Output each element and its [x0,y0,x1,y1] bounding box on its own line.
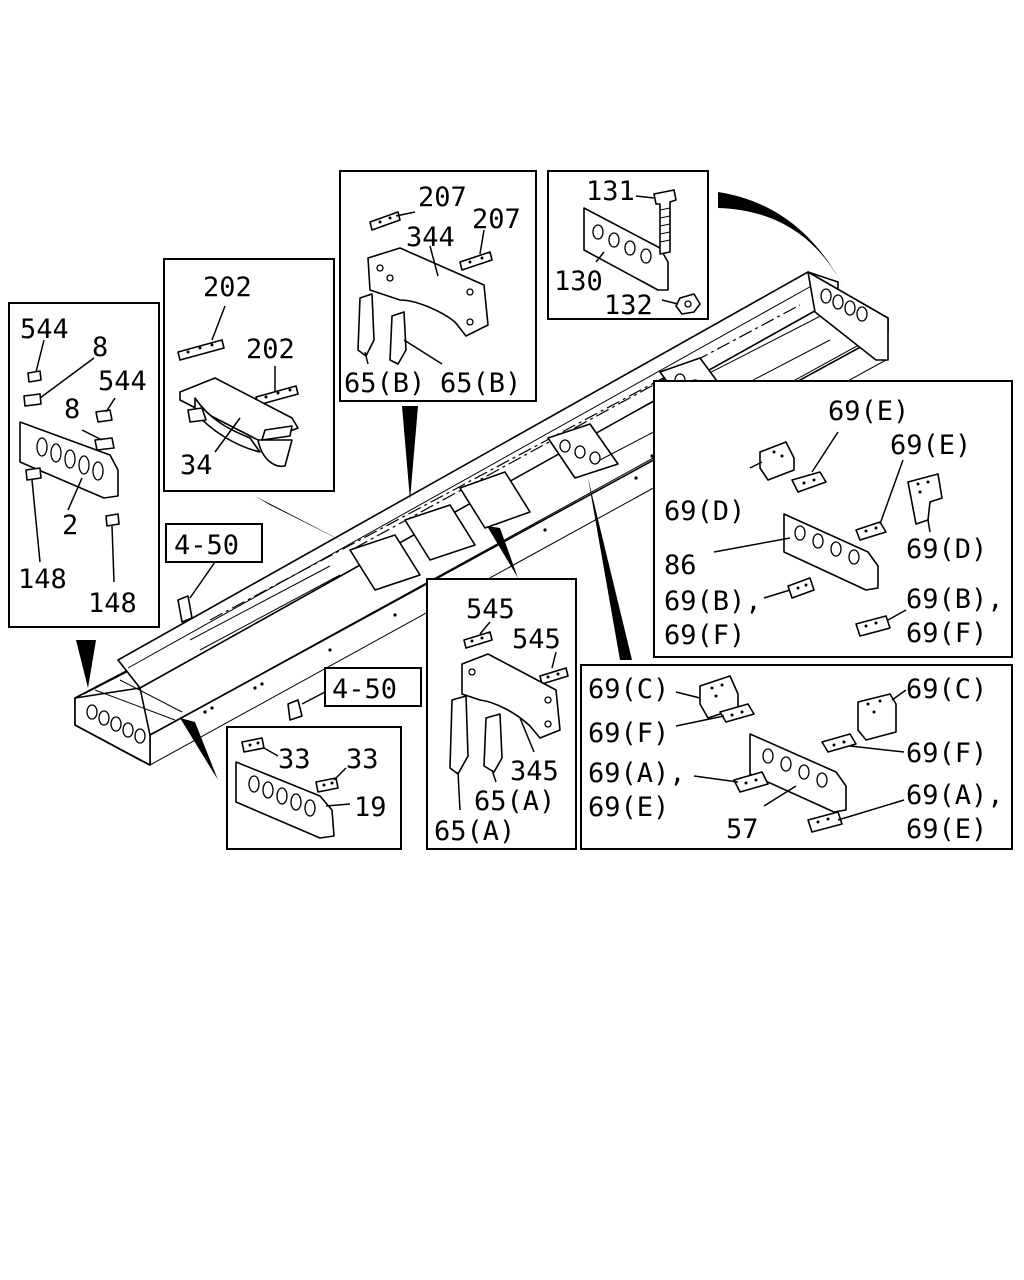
label-34: 34 [180,450,213,481]
label-65a-right: 65(A) [474,786,555,817]
front-end-member-holes [86,704,146,744]
label-207-right: 207 [472,204,521,235]
callout-pointers [76,192,845,780]
reference-4-50-right [301,667,422,707]
label-4-50-left: 4-50 [174,530,239,561]
label-8-mid: 8 [64,394,80,425]
label-4-50-right: 4-50 [332,674,397,705]
label-33-left: 33 [278,744,311,775]
label-148-left: 148 [18,564,67,595]
label-69f-box8-right: 69(F) [906,738,987,769]
box-crossmember-57 [580,664,1013,850]
label-545-top: 545 [466,594,515,625]
label-69f-left: 69(F) [664,620,745,651]
label-69e-top: 69(E) [828,396,909,427]
box-crossmember-34 [163,258,335,492]
box-crossmember-344 [339,170,537,402]
box-crossmember-130 [547,170,709,320]
label-69f-box8-left: 69(F) [588,718,669,749]
label-131: 131 [586,176,635,207]
label-8-top: 8 [92,332,108,363]
label-2: 2 [62,510,78,541]
box-crossmember-19 [226,726,402,850]
label-345: 345 [510,756,559,787]
label-207-top: 207 [418,182,467,213]
label-544-top: 544 [20,314,69,345]
label-69a-left: 69(A), [588,758,686,789]
label-130: 130 [554,266,603,297]
label-33-right: 33 [346,744,379,775]
label-69e-box8-left: 69(E) [588,792,669,823]
label-69c-left: 69(C) [588,674,669,705]
label-132: 132 [604,290,653,321]
label-202-top: 202 [203,272,252,303]
box-front-crossmember [8,302,160,628]
label-69f-right: 69(F) [906,618,987,649]
label-344: 344 [406,222,455,253]
label-69b-left: 69(B), [664,586,762,617]
label-69d-right: 69(D) [906,534,987,565]
box-crossmember-86 [653,380,1013,658]
label-69b-right: 69(B), [906,584,1004,615]
label-69e-box8-right: 69(E) [906,814,987,845]
label-19: 19 [354,792,387,823]
rear-end-member-holes [820,288,868,322]
label-69a-right: 69(A), [906,780,1004,811]
label-545-right: 545 [512,624,561,655]
label-202-right: 202 [246,334,295,365]
label-69e-right: 69(E) [890,430,971,461]
label-57: 57 [726,814,759,845]
label-65b-right: 65(B) [440,368,521,399]
label-69d-left: 69(D) [664,496,745,527]
label-65a-left: 65(A) [434,816,515,847]
reference-4-50-left [165,523,263,599]
label-69c-right: 69(C) [906,674,987,705]
label-65b-left: 65(B) [344,368,425,399]
label-544-right: 544 [98,366,147,397]
label-148-right: 148 [88,588,137,619]
box-crossmember-345 [426,578,577,850]
label-86: 86 [664,550,697,581]
